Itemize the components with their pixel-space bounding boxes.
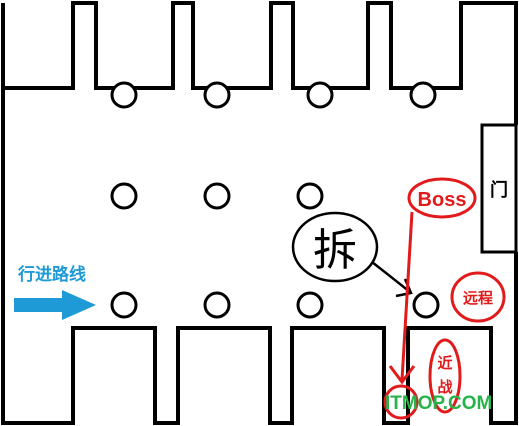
pillar bbox=[203, 291, 231, 319]
pillar bbox=[306, 81, 334, 109]
pillar bbox=[203, 182, 231, 210]
melee-circle bbox=[428, 338, 462, 414]
route-label: 行进路线 bbox=[17, 264, 86, 284]
ranged-circle bbox=[450, 271, 506, 323]
pillar bbox=[296, 182, 324, 210]
boss-destination-circle bbox=[383, 384, 419, 420]
ranged-label: 远程 bbox=[463, 290, 493, 307]
door-label: 门 bbox=[490, 179, 508, 200]
pillar-boss-target bbox=[412, 291, 440, 319]
pillar bbox=[110, 291, 138, 319]
melee-label-1: 近 bbox=[437, 354, 452, 372]
pillar bbox=[296, 291, 324, 319]
boss-path-arrow bbox=[400, 211, 414, 381]
boss-circle bbox=[407, 177, 477, 219]
boss-label: Boss bbox=[418, 189, 467, 211]
demolish-arrow bbox=[371, 261, 411, 293]
room-top-wall bbox=[1, 1, 518, 90]
door-block bbox=[480, 123, 518, 254]
pillar bbox=[409, 81, 437, 109]
route-arrow-icon bbox=[14, 290, 96, 320]
demolish-label: 拆 bbox=[313, 225, 357, 276]
pillar bbox=[110, 182, 138, 210]
room-bottom-wall bbox=[1, 326, 518, 425]
melee-label-2: 战 bbox=[437, 378, 452, 396]
boss-path-arrow-head bbox=[388, 365, 416, 385]
pillar bbox=[203, 81, 231, 109]
demolish-circle bbox=[291, 211, 379, 283]
pillar bbox=[110, 81, 138, 109]
watermark: ITMOP.COM bbox=[385, 393, 492, 414]
